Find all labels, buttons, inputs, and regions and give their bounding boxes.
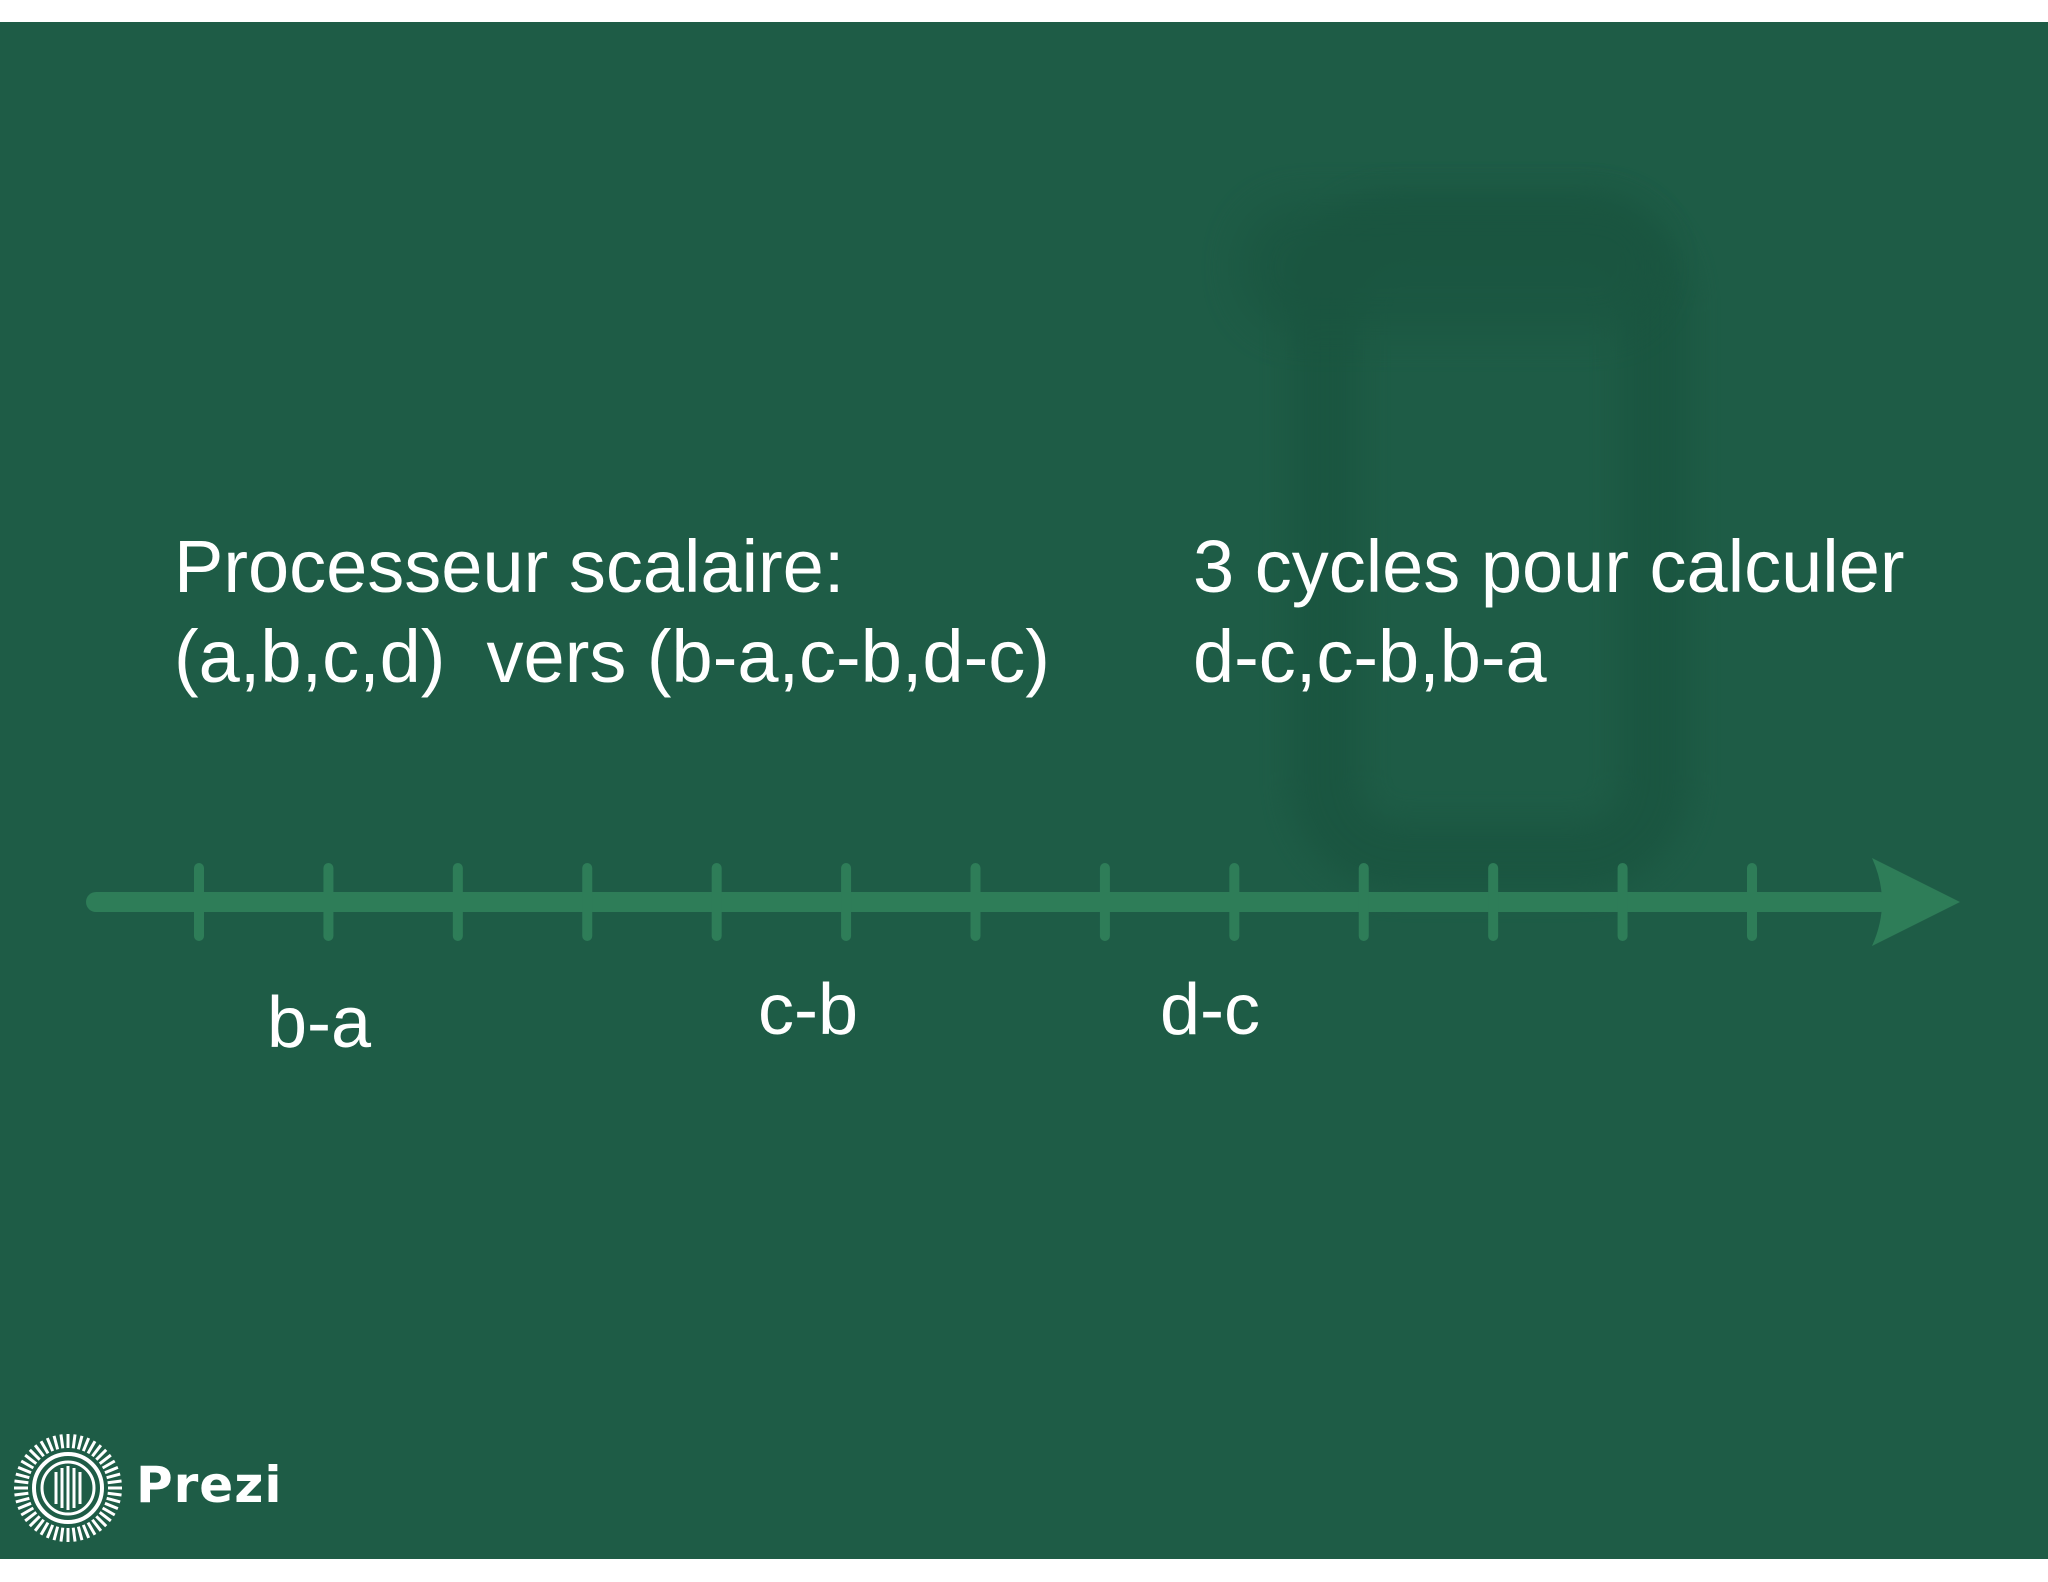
logo-ray [107, 1479, 122, 1485]
logo-ray [76, 1435, 84, 1450]
timeline-arrow [86, 858, 1960, 946]
logo-ray [28, 1448, 41, 1461]
logo-ray [20, 1506, 35, 1517]
left-heading-line-2: (a,b,c,d) vers (b-a,c-b,d-c) [174, 615, 1050, 698]
logo-ray [28, 1515, 41, 1528]
logo-ray [98, 1511, 112, 1523]
prezi-logo-icon [14, 1434, 122, 1542]
logo-ray [91, 1444, 103, 1458]
logo-ray [95, 1448, 108, 1461]
logo-ray [76, 1526, 84, 1541]
logo-ray [107, 1491, 122, 1497]
logo-ray [24, 1453, 38, 1465]
logo-ray [17, 1501, 32, 1511]
logo-ray [52, 1435, 60, 1450]
logo-ray [106, 1472, 121, 1480]
right-heading-line-2: d-c,c-b,b-a [1193, 615, 1547, 698]
logo-ray [39, 1521, 50, 1536]
logo-ray [98, 1453, 112, 1465]
logo-ray [81, 1437, 91, 1452]
logo-ray [59, 1434, 65, 1449]
prezi-brand: Prezi [12, 1432, 281, 1552]
presentation-slide: Processeur scalaire: (a,b,c,d) vers (b-a… [0, 22, 2048, 1559]
logo-ray [52, 1526, 60, 1541]
logo-ray [15, 1472, 30, 1480]
logo-ray [91, 1518, 103, 1532]
logo-ray [86, 1440, 97, 1455]
logo-ray [101, 1506, 116, 1517]
logo-ray [15, 1496, 30, 1504]
timeline-arrowhead [1872, 858, 1960, 946]
step-label-b-a: b-a [267, 983, 372, 1063]
step-label-d-c: d-c [1160, 970, 1261, 1050]
logo-ray [33, 1518, 45, 1532]
logo-ray [104, 1501, 119, 1511]
left-heading-line-1: Processeur scalaire: [174, 525, 845, 608]
logo-ray [59, 1527, 65, 1542]
logo-ray [14, 1479, 29, 1485]
logo-ray [95, 1515, 108, 1528]
logo-ray [104, 1465, 119, 1475]
logo-ray [45, 1437, 55, 1452]
logo-ray [45, 1524, 55, 1539]
logo-ray [71, 1434, 77, 1449]
logo-ray [86, 1521, 97, 1536]
logo-ray [24, 1511, 38, 1523]
prezi-brand-name: Prezi [136, 1456, 283, 1514]
logo-ray [101, 1459, 116, 1470]
logo-ray [33, 1444, 45, 1458]
step-label-c-b: c-b [758, 970, 859, 1050]
right-heading-line-1: 3 cycles pour calculer [1193, 525, 1905, 608]
logo-ray [81, 1524, 91, 1539]
background-watermark-bar [1240, 202, 1660, 332]
logo-ray [106, 1496, 121, 1504]
logo-ray [14, 1491, 29, 1497]
logo-ray [71, 1527, 77, 1542]
logo-ray [17, 1465, 32, 1475]
logo-ray [39, 1440, 50, 1455]
logo-ray [20, 1459, 35, 1470]
